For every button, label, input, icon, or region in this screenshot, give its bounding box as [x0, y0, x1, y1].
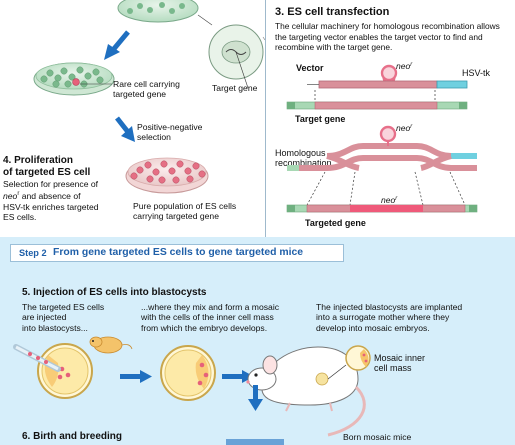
recombination-diagram: Vector neor HSV-tk Target gene Homologou…	[275, 61, 491, 228]
culture-dish-pure-population	[125, 157, 209, 194]
vector-label: Vector	[296, 63, 324, 73]
arrow-to-dish2	[104, 30, 130, 60]
section4-text-b: and absence of	[21, 191, 81, 202]
culture-dish-top	[117, 0, 199, 23]
selection-arrow	[115, 116, 135, 142]
targeted-gene-bar	[286, 204, 478, 213]
section6-title: 6. Birth and breeding	[22, 431, 123, 442]
target-gene-label: Target gene	[212, 83, 258, 93]
donor-mouse-icon	[89, 336, 133, 354]
crossover-strands	[287, 143, 477, 171]
mosaic-blastocyst-callout	[327, 345, 371, 380]
homologous-label-l2: recombination	[275, 158, 332, 168]
step2-illustration	[13, 336, 371, 445]
section5-title: 5. Injection of ES cells into blastocyst…	[22, 287, 207, 298]
born-mosaic-label: Born mosaic mice	[343, 432, 412, 442]
positive-negative-label: Positive-negative selection	[137, 122, 203, 143]
step1-illustration	[33, 0, 265, 194]
step2-banner: Step 2 From gene targeted ES cells to ge…	[10, 244, 344, 262]
section5-text-b: ...where they mix and form a mosaic with…	[141, 302, 280, 333]
section3-title: 3. ES cell transfection	[275, 6, 390, 18]
pure-population-label: Pure population of ES cells carrying tar…	[133, 201, 237, 222]
arrow-down	[248, 385, 263, 411]
section4-text-d: ES cells.	[3, 212, 37, 223]
target-gene-label-3: Target gene	[295, 114, 345, 124]
section4-description: Selection for presence of neor and absen…	[3, 179, 138, 222]
arrow-right-1	[120, 370, 152, 383]
surrogate-mouse	[246, 346, 366, 437]
neo-bottom-label: neor	[381, 195, 398, 205]
section5-text-a: The targeted ES cells are injected into …	[22, 302, 105, 333]
targeted-gene-label: Targeted gene	[305, 218, 366, 228]
bottom-strip	[226, 439, 284, 445]
neo-mid-label: neor	[396, 123, 413, 133]
neo-label: neo	[3, 191, 18, 202]
section4-title: 4. Proliferation of targeted ES cell	[3, 155, 91, 178]
neo-top-label: neor	[396, 61, 413, 71]
step2-panel	[0, 237, 515, 445]
section5-text-c: The injected blastocysts are implanted i…	[316, 302, 463, 333]
transfection-panel	[265, 0, 515, 238]
vector-bar	[318, 80, 438, 89]
zoomed-es-cell	[197, 14, 265, 89]
hsv-tk-label: HSV-tk	[462, 68, 491, 78]
section4-text-c: HSV-tk enriches targeted	[3, 201, 99, 212]
culture-dish-rare-cell	[33, 62, 115, 96]
section4-text-a: Selection for presence of	[3, 179, 99, 189]
homologous-label-l1: Homologous	[275, 148, 326, 158]
neo-loop-mid	[379, 125, 397, 143]
hsv-tk-bar	[436, 80, 468, 89]
banner-step: Step 2	[19, 248, 47, 258]
target-gene-chromosome	[286, 101, 468, 110]
blastocyst-mosaic	[160, 345, 216, 401]
banner-title: From gene targeted ES cells to gene targ…	[53, 247, 304, 258]
rare-cell-label: Rare cell carrying targeted gene	[113, 79, 180, 100]
blastocyst-injection	[13, 343, 93, 399]
injection-pipette	[13, 344, 61, 372]
section3-description: The cellular machinery for homologous re…	[275, 21, 500, 53]
mosaic-label: Mosaic inner cell mass	[374, 353, 426, 374]
neo-sup: r	[17, 191, 20, 198]
